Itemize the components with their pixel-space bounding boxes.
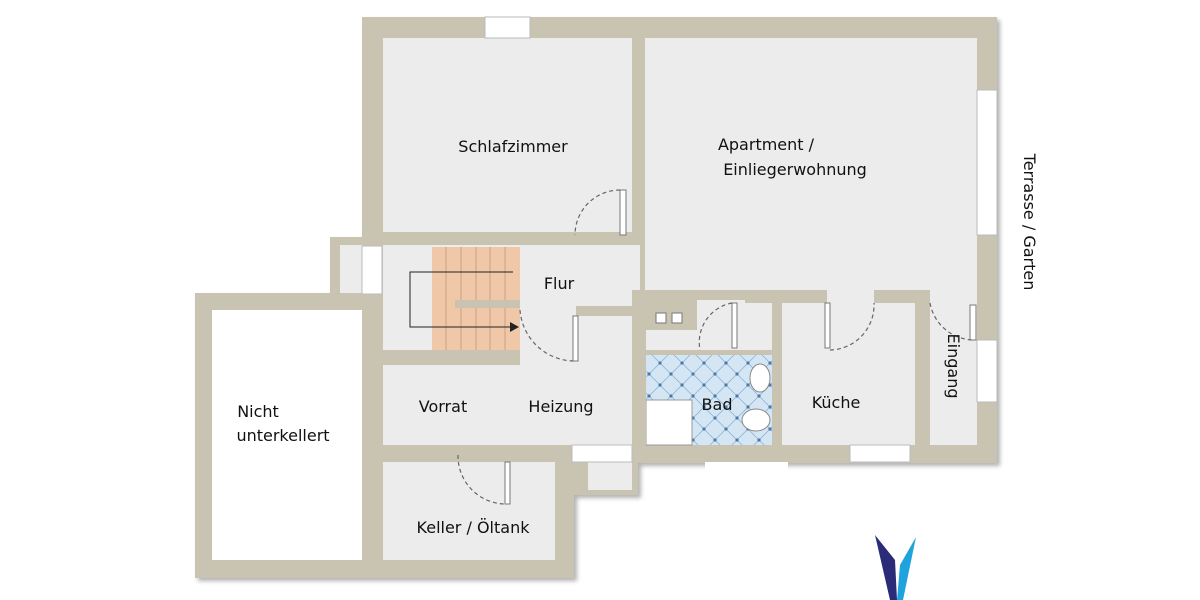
compass-arrow-logo: [875, 535, 916, 600]
label-nicht-1: Nicht: [237, 402, 279, 421]
toilet-icon: [741, 408, 771, 432]
room-nicht-unterkellert: [212, 310, 362, 560]
label-flur: Flur: [544, 274, 575, 293]
room-apartment: [645, 38, 977, 290]
room-schlafzimmer: [383, 38, 632, 232]
label-heizung: Heizung: [528, 397, 593, 416]
label-kueche: Küche: [812, 393, 861, 412]
room-keller: [383, 462, 555, 560]
label-apartment-2: Einliegerwohnung: [723, 160, 867, 179]
stairs: [409, 247, 520, 350]
label-keller: Keller / Öltank: [417, 518, 531, 537]
label-schlafzimmer: Schlafzimmer: [458, 137, 568, 156]
label-vorrat: Vorrat: [419, 397, 467, 416]
room-vorrat-heizung: [383, 365, 632, 445]
doors: [457, 189, 977, 505]
room-kueche: [782, 303, 915, 445]
label-apartment-1: Apartment /: [718, 135, 815, 154]
label-terrasse-garten: Terrasse / Garten: [1020, 153, 1039, 291]
windows: [361, 16, 998, 498]
room-eingang: [930, 290, 977, 445]
shower-icon: [645, 399, 693, 446]
sink-icon: [749, 363, 771, 393]
label-eingang: Eingang: [944, 334, 963, 399]
room-labels: Schlafzimmer Apartment / Einliegerwohnun…: [236, 135, 1039, 537]
label-bad: Bad: [702, 395, 733, 414]
label-nicht-2: unterkellert: [236, 426, 329, 445]
